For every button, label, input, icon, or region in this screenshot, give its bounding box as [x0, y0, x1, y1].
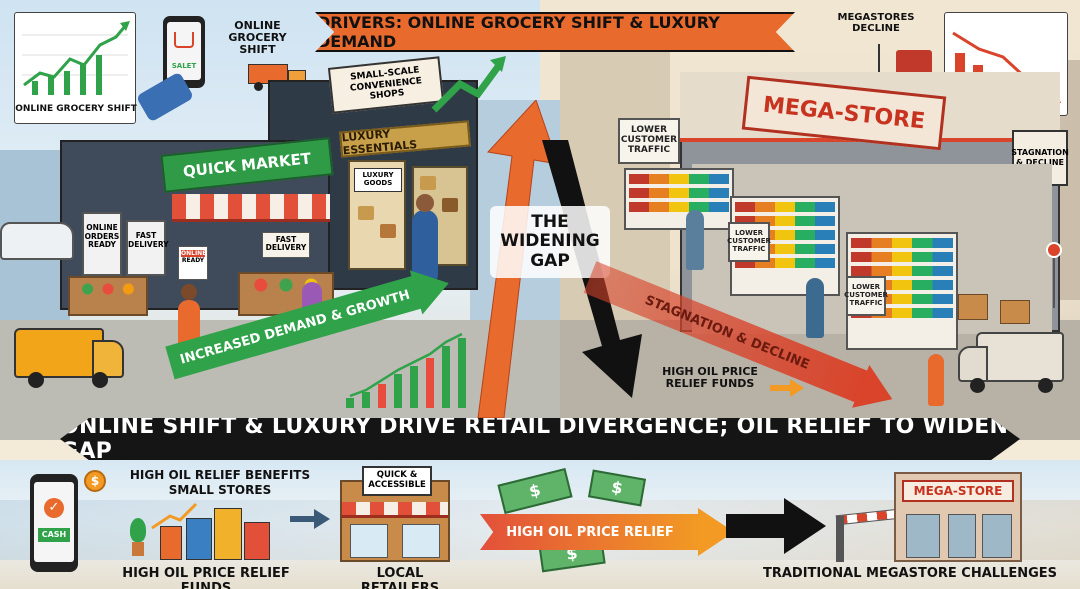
small-orange-arrow: [770, 379, 804, 397]
local-shop-awning: [342, 502, 448, 518]
quick-market-awning: [172, 194, 330, 222]
staff-figure: [686, 210, 704, 270]
chart-card-label: ONLINE GROCERY SHIFT: [15, 104, 137, 114]
window-online-orders: ONLINE ORDERS READY: [82, 212, 122, 276]
bottom-megastore: MEGA-STORE: [894, 472, 1022, 562]
up-arrow-icon: [431, 56, 506, 113]
shopper-figure: [928, 354, 944, 406]
luxury-window: LUXURY GOODS: [348, 160, 406, 270]
store-shelf: [624, 168, 734, 230]
phone-screen-text: SALET: [171, 62, 197, 70]
relief-funds-label: HIGH OIL PRICE RELIEF FUNDS: [662, 365, 758, 391]
megastores-decline-caption: MEGASTORES DECLINE: [837, 12, 915, 34]
growth-mini-arrow: [151, 502, 198, 530]
lower-traffic-sign: LOWER CUSTOMER TRAFFIC: [727, 222, 771, 262]
shopper-head: [416, 194, 434, 212]
shopping-bag-icon: [160, 526, 182, 560]
drivers-banner-title: DRIVERS: ONLINE GROCERY SHIFT & LUXURY D…: [317, 13, 720, 51]
relief-funds-caption: HIGH OIL PRICE RELIEF FUNDS: [122, 566, 290, 589]
cardboard-box: [1000, 300, 1030, 324]
barrier-post: [836, 516, 844, 562]
shopper-head: [181, 284, 197, 300]
luxury-sign: LUXURY ESSENTIALS: [339, 120, 471, 158]
shop-window: [402, 524, 440, 558]
no-entry-sign-icon: [1046, 242, 1062, 258]
widening-gap-badge: THE WIDENING GAP: [490, 206, 610, 278]
handbag-icon: [420, 176, 436, 190]
lower-traffic-sign: LOWER CUSTOMER TRAFFIC: [844, 276, 888, 316]
shopping-bag-icon: [186, 518, 212, 560]
potted-plant-icon: [128, 518, 148, 558]
luxury-goods-label: LUXURY GOODS: [354, 168, 402, 192]
growth-line-chart: [22, 21, 130, 95]
local-retailer-shop: QUICK & ACCESSIBLE: [340, 466, 450, 562]
down-indicator: [878, 44, 880, 84]
phone-icon: ✓ CASH: [30, 474, 78, 572]
main-headline-banner: ONLINE SHIFT & LUXURY DRIVE RETAIL DIVER…: [60, 418, 1020, 460]
store-window: [906, 514, 940, 558]
delivery-van-icon: [958, 332, 1066, 396]
main-headline: ONLINE SHIFT & LUXURY DRIVE RETAIL DIVER…: [60, 414, 1009, 464]
poster-ready: READY: [181, 257, 205, 264]
window-fast-delivery: FAST DELIVERY: [126, 220, 169, 276]
online-grocery-chart-card: ONLINE GROCERY SHIFT: [14, 12, 137, 124]
store-door: [948, 514, 976, 558]
shop-window: [350, 524, 388, 558]
awning-poster: FAST DELIVERY: [262, 232, 310, 258]
cardboard-box: [958, 294, 988, 320]
produce-crate: [68, 276, 148, 316]
handbag-icon: [380, 224, 396, 238]
quick-accessible-sign: QUICK & ACCESSIBLE: [362, 466, 432, 496]
growth-bar-chart: [346, 332, 466, 408]
drivers-banner: DRIVERS: ONLINE GROCERY SHIFT & LUXURY D…: [315, 12, 795, 52]
relief-arrow-label: HIGH OIL PRICE RELIEF: [506, 524, 674, 540]
parked-car: [0, 222, 74, 260]
lower-traffic-sign: LOWER CUSTOMER TRAFFIC: [618, 118, 680, 164]
phone-cash: CASH: [38, 528, 70, 542]
bottom-megastore-sign: MEGA-STORE: [902, 480, 1014, 502]
shopping-bag-icon: [244, 522, 270, 560]
shopper-figure: [412, 210, 438, 280]
handbag-icon: [358, 206, 374, 220]
poster-online: ONLINE: [181, 250, 207, 257]
store-window: [982, 514, 1012, 558]
delivery-van-icon: [14, 328, 126, 390]
cart-icon: [174, 32, 194, 48]
relief-ribbon-arrow: HIGH OIL PRICE RELIEF: [480, 508, 740, 556]
relief-benefits-text: HIGH OIL RELIEF BENEFITS SMALL STORES: [129, 468, 311, 497]
online-poster: ONLINE READY: [178, 246, 208, 280]
sign-pole: [1053, 258, 1055, 308]
megastore-challenges-caption: TRADITIONAL MEGASTORE CHALLENGES: [762, 566, 1058, 581]
shopping-bag-icon: [214, 508, 242, 560]
black-right-arrow: [726, 498, 826, 554]
coin-icon: $: [84, 470, 106, 492]
handbag-icon: [442, 198, 458, 212]
gap-label: THE WIDENING GAP: [500, 211, 600, 271]
right-arrow-icon: [290, 509, 330, 529]
staff-figure: [806, 278, 824, 338]
phone-caption: ONLINE GROCERY SHIFT: [228, 19, 287, 57]
local-retailers-caption: LOCAL RETAILERS: [360, 566, 440, 589]
checkmark-icon: ✓: [44, 498, 64, 518]
quick-market-sign: QUICK MARKET: [160, 137, 334, 193]
